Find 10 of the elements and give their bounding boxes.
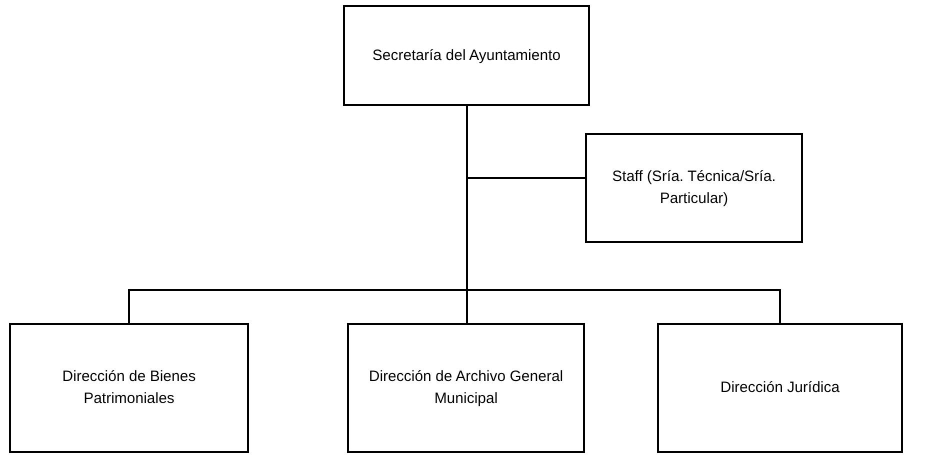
box-label: Dirección Jurídica: [720, 378, 840, 398]
org-box: [585, 133, 803, 243]
box-label: Dirección de Archivo General Municipal: [368, 367, 564, 409]
box-label: Dirección de Bienes Patrimoniales: [61, 367, 197, 409]
org-box: [343, 5, 590, 106]
org-box: [347, 323, 585, 453]
box-label: Staff (Sría. Técnica/Sría. Particular): [611, 167, 777, 209]
box-label: Secretaría del Ayuntamiento: [372, 46, 561, 66]
org-box: [9, 323, 249, 453]
org-box: [657, 323, 903, 453]
